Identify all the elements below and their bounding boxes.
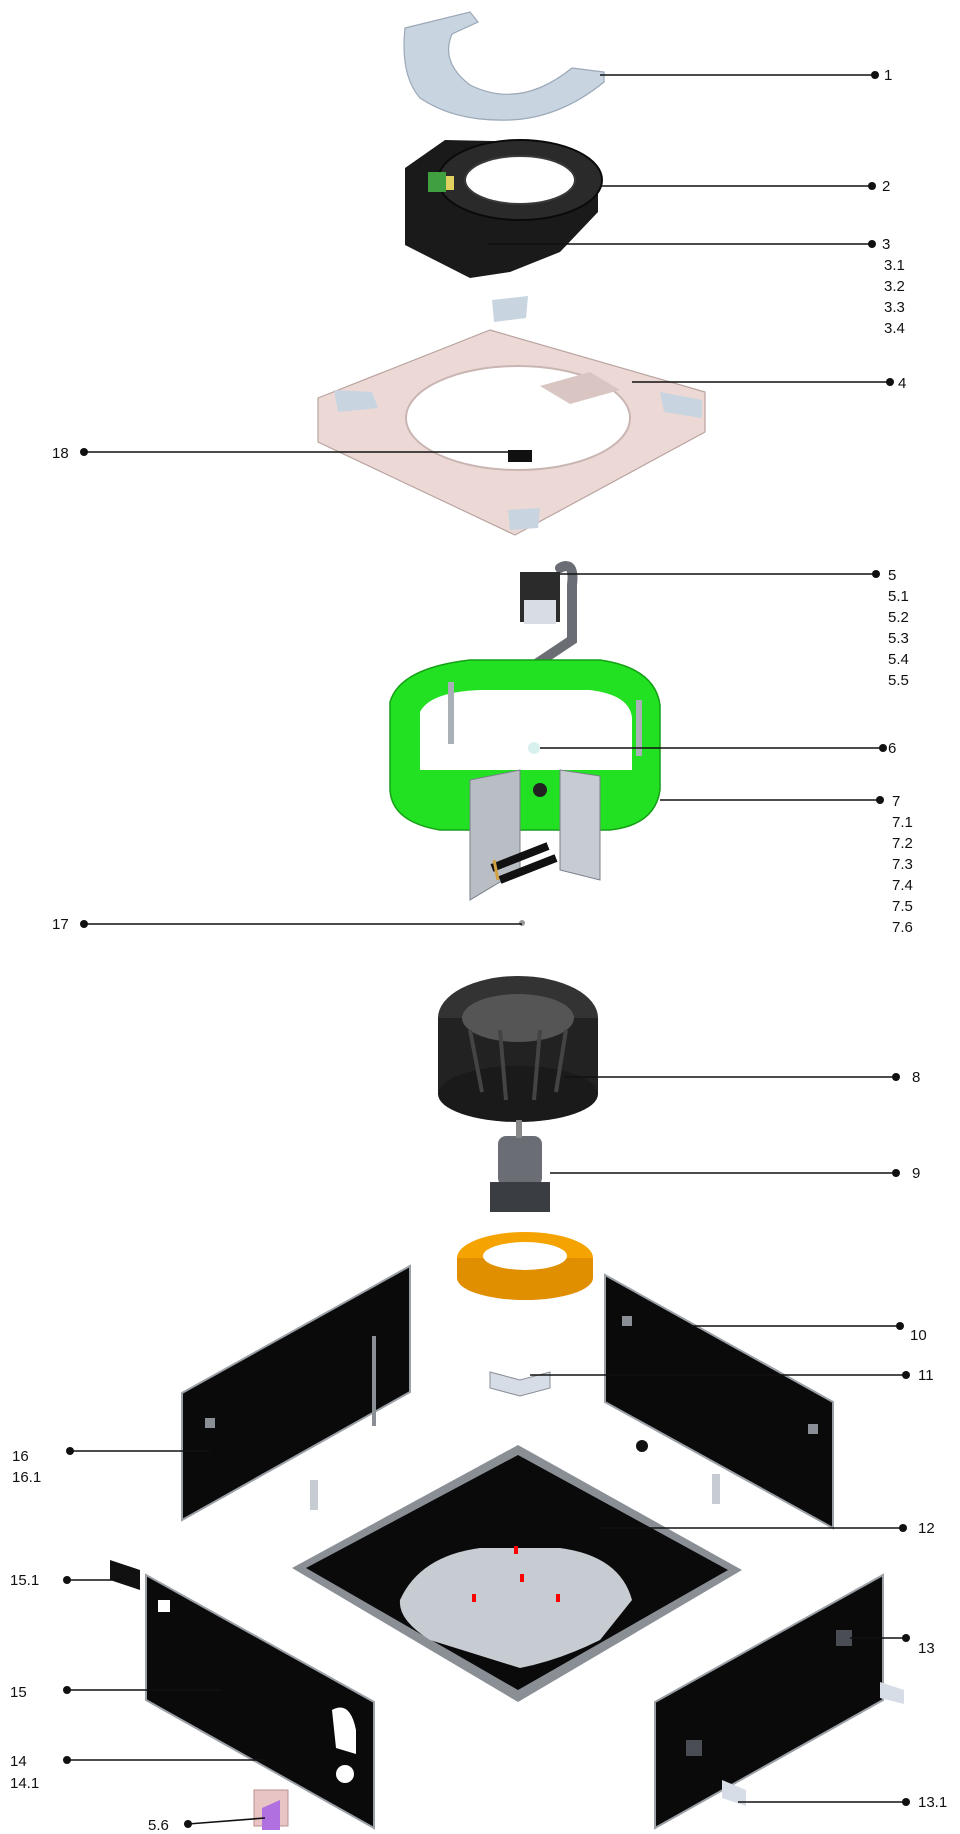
callout-7-5: 7.5: [892, 898, 913, 915]
part-12-base: [292, 1445, 742, 1702]
part-13-front-panel: [654, 1573, 904, 1830]
callout-17: 17: [52, 916, 69, 933]
callout-15: 15: [10, 1684, 27, 1701]
callout-16: 16: [12, 1448, 29, 1465]
callout-7-group: 7 7.1 7.2 7.3 7.4 7.5 7.6: [892, 793, 913, 936]
part-15-1-cover: [110, 1560, 140, 1590]
callout-labels: 1 2 3 3.1 3.2 3.3 3.4 4 18 5 5.1 5.2 5.3…: [10, 67, 947, 1834]
callout-4: 4: [898, 375, 906, 392]
callout-11: 11: [918, 1367, 934, 1384]
callout-7-6: 7.6: [892, 919, 913, 936]
callout-leaders: [63, 71, 910, 1828]
part-1-top-plate: [403, 11, 605, 121]
callout-5-5: 5.5: [888, 672, 909, 689]
callout-5-6: 5.6: [148, 1817, 169, 1834]
callout-16-group: 16 16.1: [12, 1448, 41, 1486]
part-17-screw: [519, 920, 525, 926]
callout-7-2: 7.2: [892, 835, 913, 852]
callout-3-4: 3.4: [884, 320, 905, 337]
part-7-coil: [389, 659, 661, 901]
callout-5: 5: [888, 567, 896, 584]
callout-7: 7: [892, 793, 900, 810]
callout-9: 9: [912, 1165, 920, 1182]
callout-8: 8: [912, 1069, 920, 1086]
part-8-fan-wheel: [438, 976, 598, 1122]
part-5-drain-pump: [507, 561, 578, 685]
callout-18: 18: [52, 445, 69, 462]
part-9-motor: [490, 1120, 550, 1212]
callout-5-group: 5 5.1 5.2 5.3 5.4 5.5: [888, 567, 909, 689]
part-2-fan-housing: [405, 139, 603, 278]
callout-3-1: 3.1: [884, 257, 905, 274]
callout-5-1: 5.1: [888, 588, 909, 605]
callout-15-1: 15.1: [10, 1572, 39, 1589]
corner-brackets: [310, 1371, 720, 1510]
callout-3-group: 3 3.1 3.2 3.3 3.4: [882, 236, 905, 337]
callout-5-4: 5.4: [888, 651, 909, 668]
callout-7-4: 7.4: [892, 877, 913, 894]
part-4-frame: [317, 296, 706, 536]
callout-5-3: 5.3: [888, 630, 909, 647]
motor-mount-ring: [457, 1232, 593, 1300]
callout-2: 2: [882, 178, 890, 195]
part-5-6-fitting: [262, 1800, 280, 1830]
callout-7-1: 7.1: [892, 814, 913, 831]
callout-3-2: 3.2: [884, 278, 905, 295]
callout-16-1: 16.1: [12, 1469, 41, 1486]
callout-13-1: 13.1: [918, 1794, 947, 1811]
callout-14-group: 14 14.1: [10, 1753, 39, 1792]
callout-10: 10: [910, 1327, 927, 1344]
callout-7-3: 7.3: [892, 856, 913, 873]
callout-3-3: 3.3: [884, 299, 905, 316]
part-16-side-panel: [181, 1264, 411, 1522]
callout-3: 3: [882, 236, 890, 253]
callout-5-2: 5.2: [888, 609, 909, 626]
part-15-front-panel: [145, 1573, 375, 1830]
callout-13: 13: [918, 1640, 935, 1657]
callout-12: 12: [918, 1520, 935, 1537]
callout-1: 1: [884, 67, 892, 84]
callout-14: 14: [10, 1753, 27, 1770]
callout-6: 6: [888, 740, 896, 757]
callout-14-1: 14.1: [10, 1775, 39, 1792]
